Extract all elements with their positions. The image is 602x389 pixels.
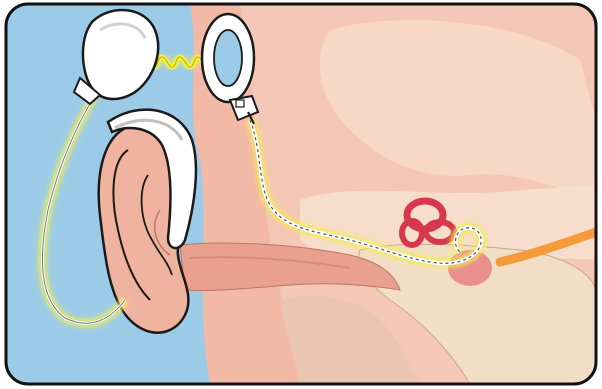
scene [6, 4, 596, 384]
